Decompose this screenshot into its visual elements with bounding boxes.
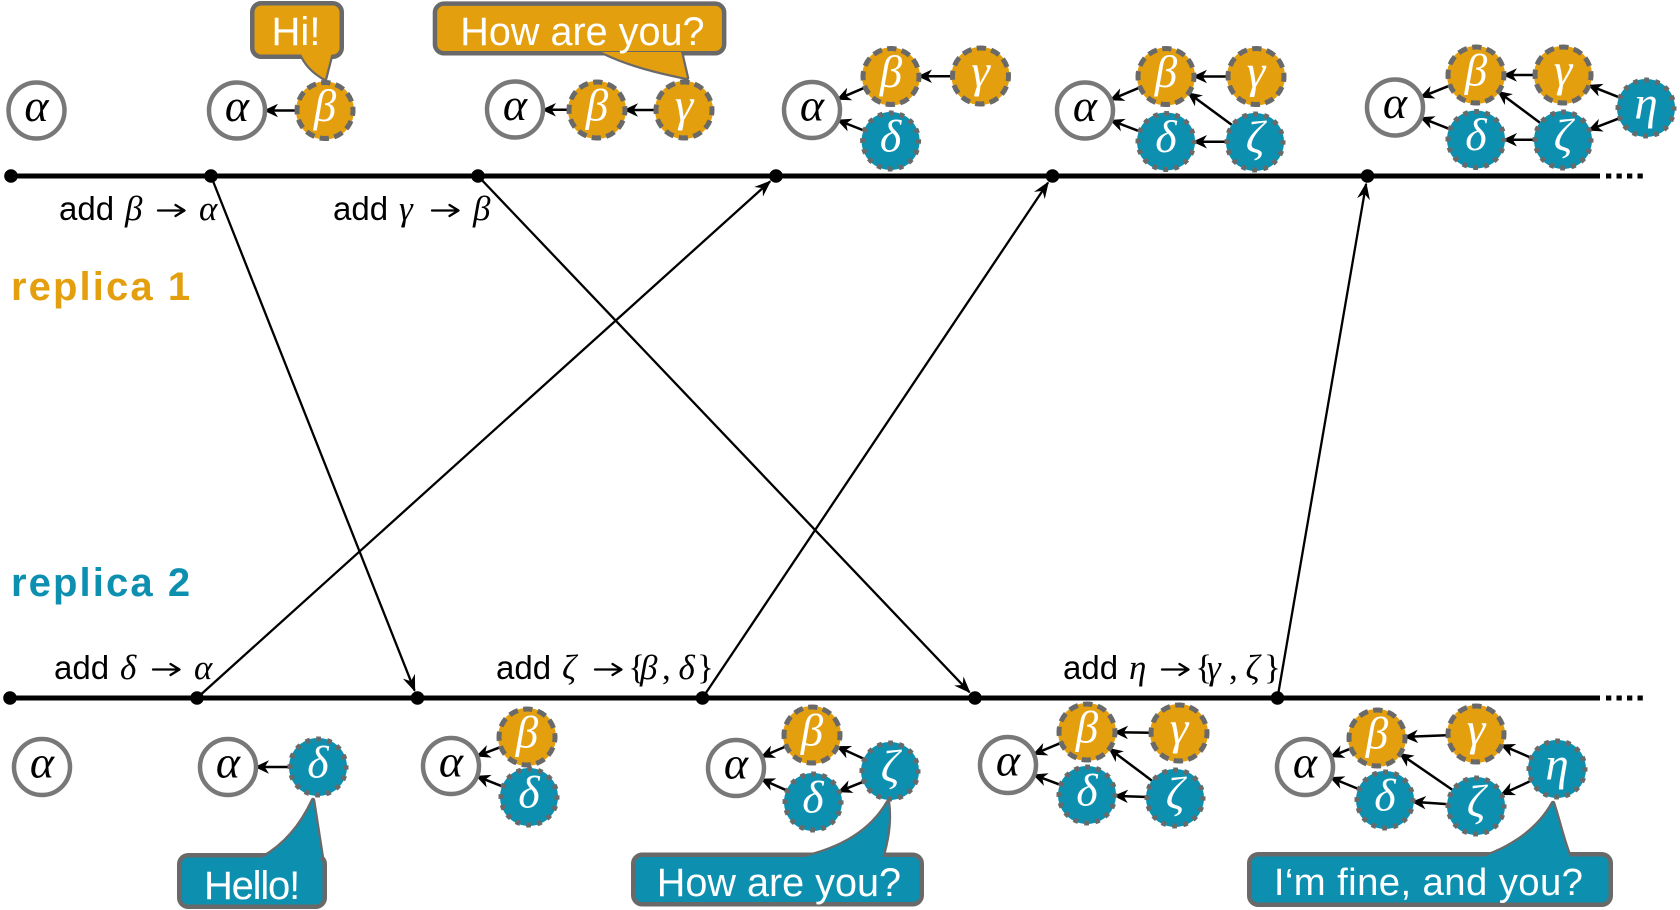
svg-text:{: { bbox=[1195, 648, 1212, 687]
svg-text:{: { bbox=[628, 648, 645, 687]
svg-text:How are you?: How are you? bbox=[460, 10, 704, 54]
svg-text:δ: δ bbox=[120, 648, 137, 687]
svg-text:γ: γ bbox=[1554, 45, 1574, 97]
svg-text:δ: δ bbox=[679, 648, 696, 687]
svg-text:replica 1: replica 1 bbox=[11, 265, 192, 309]
svg-text:α: α bbox=[1073, 80, 1098, 131]
svg-text:η: η bbox=[1129, 648, 1146, 687]
svg-text:ζ: ζ bbox=[1166, 768, 1188, 819]
svg-text:γ: γ bbox=[675, 80, 695, 132]
svg-text:How are you?: How are you? bbox=[657, 861, 901, 905]
svg-text:replica 2: replica 2 bbox=[11, 561, 192, 605]
svg-text:δ: δ bbox=[1155, 111, 1177, 162]
svg-text:β: β bbox=[1154, 47, 1178, 97]
svg-text:ζ: ζ bbox=[1246, 648, 1263, 687]
svg-text:α: α bbox=[1293, 737, 1318, 788]
svg-text:add: add bbox=[496, 649, 551, 686]
svg-text:add: add bbox=[54, 649, 109, 686]
svg-text:α: α bbox=[503, 79, 528, 130]
svg-text:ζ: ζ bbox=[1554, 110, 1576, 161]
svg-text:η: η bbox=[1545, 739, 1568, 791]
svg-text:γ: γ bbox=[971, 46, 991, 98]
svg-text:}: } bbox=[697, 648, 714, 687]
svg-text:α: α bbox=[996, 735, 1021, 786]
svg-text:δ: δ bbox=[1374, 770, 1396, 821]
svg-text:ζ: ζ bbox=[1246, 112, 1268, 163]
svg-text:,: , bbox=[1229, 648, 1238, 687]
svg-text:δ: δ bbox=[880, 111, 902, 162]
svg-text:β: β bbox=[879, 47, 903, 97]
svg-text:ζ: ζ bbox=[1467, 776, 1489, 827]
svg-text:α: α bbox=[194, 648, 213, 687]
svg-text:add: add bbox=[59, 190, 114, 227]
svg-text:δ: δ bbox=[307, 737, 329, 788]
svg-text:α: α bbox=[216, 737, 241, 788]
svg-text:α: α bbox=[225, 80, 250, 131]
svg-text:β: β bbox=[313, 81, 337, 131]
svg-text:δ: δ bbox=[1465, 109, 1487, 160]
svg-text:α: α bbox=[800, 80, 825, 131]
svg-text:ζ: ζ bbox=[562, 648, 579, 687]
svg-text:Hello!: Hello! bbox=[204, 864, 299, 908]
svg-text:}: } bbox=[1264, 648, 1281, 687]
svg-text:α: α bbox=[1383, 77, 1408, 128]
svg-text:β: β bbox=[124, 189, 143, 228]
svg-text:γ: γ bbox=[1467, 704, 1487, 756]
svg-text:β: β bbox=[1365, 709, 1389, 759]
svg-text:α: α bbox=[24, 80, 49, 131]
svg-text:β: β bbox=[515, 708, 539, 758]
svg-text:β: β bbox=[639, 648, 658, 687]
svg-text:η: η bbox=[1634, 78, 1657, 130]
svg-text:γ: γ bbox=[399, 189, 414, 228]
svg-text:β: β bbox=[1075, 703, 1099, 753]
svg-text:Hi!: Hi! bbox=[272, 10, 321, 54]
svg-text:α: α bbox=[724, 738, 749, 789]
svg-text:β: β bbox=[472, 189, 491, 228]
svg-text:α: α bbox=[199, 189, 218, 228]
svg-text:β: β bbox=[585, 81, 609, 131]
svg-text:γ: γ bbox=[1170, 703, 1190, 755]
svg-text:β: β bbox=[1464, 46, 1488, 96]
svg-text:,: , bbox=[662, 648, 671, 687]
svg-text:α: α bbox=[439, 736, 464, 787]
svg-text:γ: γ bbox=[1247, 46, 1267, 98]
svg-text:add: add bbox=[1063, 649, 1118, 686]
svg-text:I‘m fine, and you?: I‘m fine, and you? bbox=[1274, 861, 1584, 904]
svg-text:β: β bbox=[800, 706, 824, 756]
svg-text:γ: γ bbox=[1207, 648, 1222, 687]
svg-text:δ: δ bbox=[1076, 765, 1098, 816]
svg-text:δ: δ bbox=[518, 767, 540, 818]
svg-text:add: add bbox=[333, 190, 388, 227]
svg-text:ζ: ζ bbox=[881, 741, 903, 792]
svg-text:α: α bbox=[30, 737, 55, 788]
svg-text:δ: δ bbox=[802, 772, 824, 823]
